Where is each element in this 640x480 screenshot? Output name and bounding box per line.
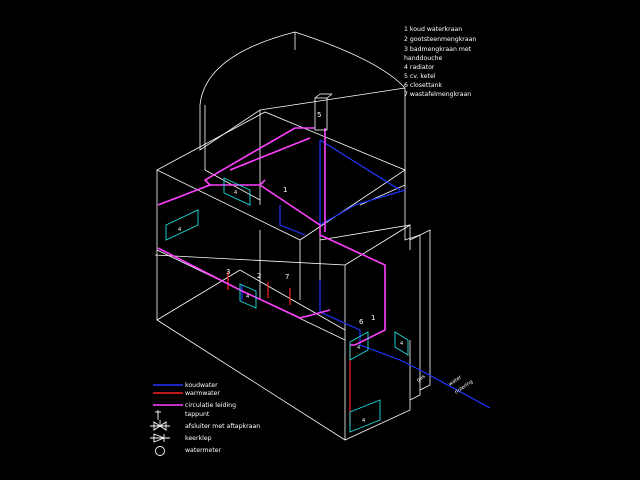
callout-radiator-a: 4 — [178, 227, 181, 233]
water-meter-icon — [155, 446, 165, 456]
legend-item-2: 2 gootsteenmengkraan — [404, 36, 476, 43]
radiator-3 — [239, 283, 257, 309]
legend-check-valve: keerklep — [185, 435, 212, 442]
line-legend: koudwater warmwater circulatie leiding t… — [150, 382, 260, 456]
callout-radiator-b: 4 — [234, 190, 237, 196]
radiator-2 — [223, 177, 251, 206]
legend-water-meter: watermeter — [185, 447, 222, 454]
valve-drain-icon — [150, 420, 170, 431]
radiator-5 — [394, 331, 409, 356]
legend-tap-point: tappunt — [185, 411, 210, 418]
callout-6: 6 — [359, 318, 364, 326]
callout-radiator-c: 4 — [246, 294, 249, 300]
cold-water-pipes — [241, 139, 491, 409]
legend-item-1: 1 koud waterkraan — [404, 26, 462, 33]
legend-cold-water: koudwater — [185, 382, 218, 389]
building-wireframe — [154, 31, 431, 441]
components-legend: 1 koud waterkraan 2 gootsteenmengkraan 3… — [404, 26, 476, 98]
cv-boiler: 5 — [314, 93, 333, 131]
legend-item-3b: handdouche — [404, 55, 443, 62]
callout-7: 7 — [285, 273, 289, 281]
radiator-1 — [165, 209, 199, 241]
circulation-pipes — [157, 127, 386, 346]
callout-3: 3 — [226, 268, 230, 276]
callout-1-lower: 1 — [371, 314, 375, 322]
callout-radiator-d: 4 — [357, 345, 360, 351]
check-valve-icon — [150, 433, 170, 443]
legend-valve-drain: afsluiter met aftapkraan — [185, 423, 260, 430]
legend-circulation: circulatie leiding — [185, 402, 236, 409]
tap-point-icon — [155, 410, 161, 420]
legend-item-7: 7 wastafelmengkraan — [404, 91, 471, 98]
legend-item-6: 6 closettank — [404, 82, 442, 89]
inlet-gas: gas — [416, 373, 427, 383]
legend-item-5: 5 cv. ketel — [404, 73, 436, 80]
callout-boiler: 5 — [317, 111, 321, 119]
callout-radiator-f: 4 — [362, 418, 365, 424]
radiators — [165, 177, 409, 433]
callout-1-upper: 1 — [283, 186, 287, 194]
legend-item-4: 4 radiator — [404, 64, 435, 71]
radiator-4 — [349, 331, 369, 361]
callout-2: 2 — [257, 272, 261, 280]
radiator-6 — [349, 399, 381, 433]
callout-radiator-e: 4 — [400, 341, 403, 347]
legend-hot-water: warmwater — [185, 390, 220, 397]
legend-item-3: 3 badmengkraan met — [404, 46, 472, 53]
